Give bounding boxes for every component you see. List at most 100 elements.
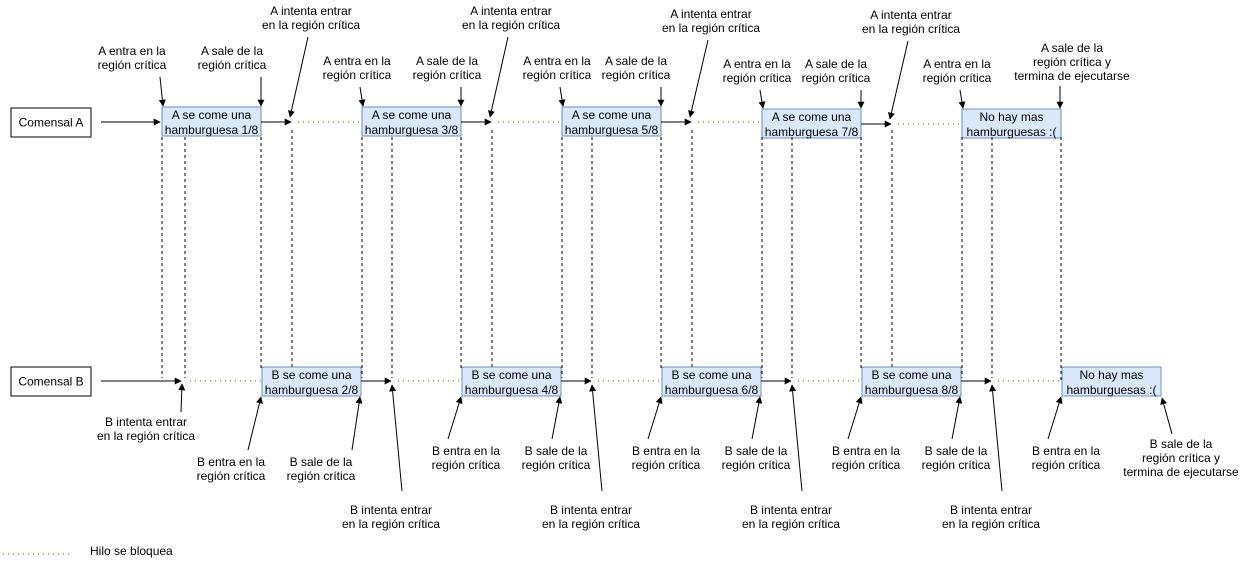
thread-b-box-2-text-line: B se come una xyxy=(471,368,551,382)
thread-b-box-1-text-line: B se come una xyxy=(271,368,351,382)
a-tries-arrow-4 xyxy=(888,40,909,120)
b-enters-label-2-line: región crítica xyxy=(432,458,501,472)
a-enters-label-5-line: región crítica xyxy=(923,71,992,85)
thread-a-box-1-text-line: A se come una xyxy=(172,108,252,122)
thread-b-box-3 xyxy=(661,366,762,397)
a-tries-label-3-line: en la región crítica xyxy=(662,21,760,35)
b-exits-final-arrow xyxy=(1160,397,1173,435)
a-tries-arrow-3 xyxy=(688,39,709,118)
a-enters-label-4-line: A entra en la xyxy=(723,57,791,71)
b-exits-final-label-line: termina de ejecutarse xyxy=(1123,465,1239,479)
thread-a-box-1 xyxy=(161,106,262,137)
b-tries-label-1-line: en la región crítica xyxy=(97,429,195,443)
a-tries-label-3-line: A intenta entrar xyxy=(670,7,751,21)
b-exits-arrow-2 xyxy=(551,396,563,440)
thread-a-label: Comensal A xyxy=(10,107,92,138)
a-exits-final-label-line: región crítica y xyxy=(1033,55,1111,69)
a-exits-final-label-line: A sale de la xyxy=(1041,41,1103,55)
b-exits-label-1-line: B sale de la xyxy=(290,455,353,469)
a-enters-label-1-line: A entra en la xyxy=(98,44,166,58)
b-exits-final-label-line: región crítica y xyxy=(1142,451,1220,465)
b-enters-label-3-line: región crítica xyxy=(632,458,701,472)
a-enters-label-4-line: región crítica xyxy=(723,71,792,85)
b-exits-label-2-line: región crítica xyxy=(522,458,591,472)
thread-b-box-4-text-line: B se come una xyxy=(871,368,951,382)
thread-b-box-2 xyxy=(461,366,562,397)
a-tries-label-2-line: A intenta entrar xyxy=(470,4,551,18)
b-tries-label-3-line: en la región crítica xyxy=(542,517,640,531)
thread-a-box-2-text-line: A se come una xyxy=(372,108,452,122)
a-enters-arrow-3 xyxy=(558,86,566,107)
a-exits-label-4-line: región crítica xyxy=(802,71,871,85)
a-tries-label-2-line: en la región crítica xyxy=(462,18,560,32)
b-exits-label-3-line: región crítica xyxy=(722,458,791,472)
thread-b-box-1-text-line: hamburguesa 2/8 xyxy=(265,383,359,397)
b-tries-label-2-line: B intenta entrar xyxy=(350,503,432,517)
thread-a-box-4-text-line: hamburguesa 7/8 xyxy=(765,125,859,139)
b-enters-label-2-line: B entra en la xyxy=(432,444,500,458)
thread-b-label: Comensal B xyxy=(10,366,92,397)
thread-a-box-5 xyxy=(961,108,1062,139)
b-tries-label-1-line: B intenta entrar xyxy=(105,415,187,429)
a-enters-arrow-4 xyxy=(758,89,766,109)
legend: Hilo se bloquea xyxy=(3,544,173,558)
b-tries-arrow-3 xyxy=(589,384,603,492)
b-exits-label-1-line: región crítica xyxy=(287,469,356,483)
b-tries-label-4-line: en la región crítica xyxy=(742,517,840,531)
a-exits-final-label-line: termina de ejecutarse xyxy=(1014,69,1130,83)
thread-b-box-4 xyxy=(861,366,962,397)
b-enters-label-4-line: B entra en la xyxy=(832,444,900,458)
b-exits-label-2-line: B sale de la xyxy=(525,444,588,458)
thread-b-label-text: Comensal B xyxy=(18,375,83,389)
b-enters-arrow-3 xyxy=(647,396,663,440)
a-enters-label-2-line: A entra en la xyxy=(323,54,391,68)
a-tries-arrow-1 xyxy=(287,36,309,118)
thread-b-box-5-text-line: hamburguesas :( xyxy=(1066,383,1156,397)
b-exits-label-4-line: región crítica xyxy=(922,458,991,472)
b-tries-label-2-line: en la región crítica xyxy=(342,517,440,531)
b-enters-label-3-line: B entra en la xyxy=(632,444,700,458)
b-exits-arrow-3 xyxy=(751,396,763,440)
thread-a-box-4 xyxy=(761,108,862,139)
b-enters-label-1-line: B entra en la xyxy=(197,455,265,469)
b-enters-arrow-1 xyxy=(247,396,263,451)
thread-b-box-1 xyxy=(261,366,362,397)
thread-a-box-3-text-line: hamburguesa 5/8 xyxy=(565,123,659,137)
b-enters-arrow-4 xyxy=(847,396,863,440)
a-tries-label-4-line: A intenta entrar xyxy=(870,8,951,22)
b-tries-label-5-line: en la región crítica xyxy=(942,517,1040,531)
b-enters-label-4-line: región crítica xyxy=(832,458,901,472)
b-tries-arrow-1 xyxy=(178,383,186,413)
a-tries-label-4-line: en la región crítica xyxy=(862,22,960,36)
thread-a-box-5-text-line: hamburguesas :( xyxy=(966,125,1056,139)
thread-b-box-4-text-line: hamburguesa 8/8 xyxy=(865,383,959,397)
a-exits-label-2-line: A sale de la xyxy=(416,54,478,68)
thread-a-box-5-text-line: No hay mas xyxy=(979,110,1043,124)
